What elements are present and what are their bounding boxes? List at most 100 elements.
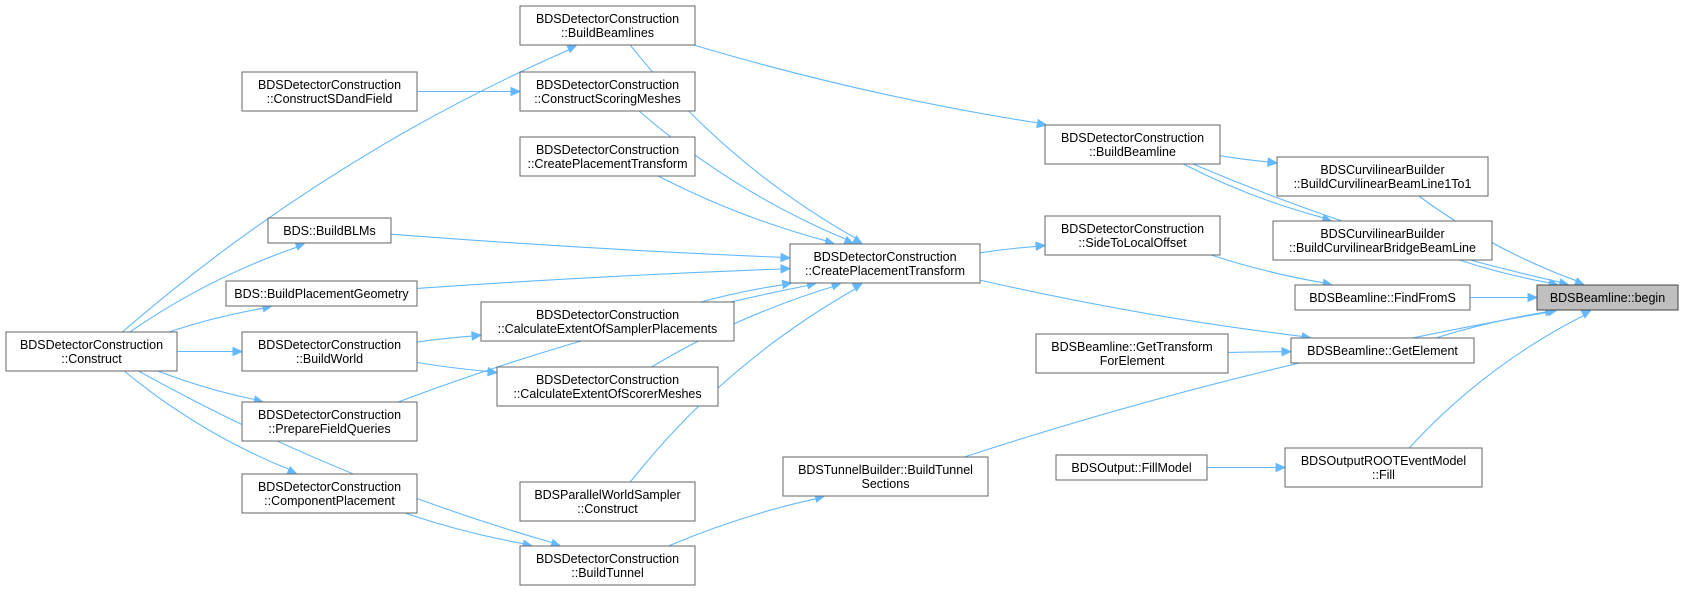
node-label: BDSDetectorConstruction — [536, 78, 679, 92]
node-label: ::BuildBeamline — [1089, 145, 1176, 159]
arrowhead-icon — [1267, 157, 1279, 167]
node-box — [1055, 454, 1208, 481]
edge-findFromS-to-begin — [1470, 292, 1539, 303]
node-label: BDSDetectorConstruction — [536, 308, 679, 322]
node-buildBeamline[interactable]: BDSDetectorConstruction::BuildBeamline — [1044, 124, 1221, 165]
node-label: BDSBeamline::begin — [1550, 291, 1665, 305]
root-node-begin: BDSBeamline::begin — [1536, 284, 1679, 311]
edge-scoringMeshes-to-cptMain — [638, 110, 855, 245]
node-box — [1276, 156, 1489, 197]
edge-pwsConstruct-to-cptMain — [629, 282, 864, 483]
arrowhead-icon — [1573, 277, 1586, 287]
node-buildWorld[interactable]: BDSDetectorConstruction::BuildWorld — [241, 331, 418, 372]
node-label: BDSCurvilinearBuilder — [1320, 227, 1444, 241]
node-label: BDSDetectorConstruction — [1061, 222, 1204, 236]
arrowhead-icon — [1281, 346, 1293, 357]
edge-line — [390, 233, 782, 258]
node-label: ::BuildCurvilinearBridgeBeamLine — [1289, 241, 1476, 255]
node-extScorer[interactable]: BDSDetectorConstruction::CalculateExtent… — [496, 366, 719, 407]
edge-line — [404, 512, 524, 545]
edge-line — [1227, 351, 1283, 353]
edge-construct-to-buildTunnel — [138, 370, 562, 548]
node-box — [519, 5, 696, 46]
node-fillModel[interactable]: BDSOutput::FillModel — [1055, 454, 1208, 481]
node-extSampler[interactable]: BDSDetectorConstruction::CalculateExtent… — [480, 301, 735, 342]
node-box — [519, 545, 696, 586]
edge-buildBeamline-to-curv1to1 — [1219, 155, 1279, 167]
arrowhead-icon — [851, 235, 864, 245]
node-cptMain[interactable]: BDSDetectorConstruction::CreatePlacement… — [789, 243, 981, 284]
node-curvBridge[interactable]: BDSCurvilinearBuilder::BuildCurvilinearB… — [1272, 220, 1493, 261]
edge-line — [1183, 163, 1324, 219]
node-label: ::ComponentPlacement — [264, 494, 395, 508]
edge-construct-to-bpg — [168, 303, 274, 333]
node-box — [480, 301, 735, 342]
node-cptB[interactable]: BDSDetectorConstruction::CreatePlacement… — [519, 136, 696, 177]
edge-construct-to-buildWorld — [177, 346, 244, 357]
node-box — [241, 473, 418, 514]
node-curv1to1[interactable]: BDSCurvilinearBuilder::BuildCurvilinearB… — [1276, 156, 1489, 197]
edge-buildBeamlines-to-buildBeamline — [693, 44, 1048, 129]
node-box — [241, 401, 418, 442]
edge-line — [416, 361, 489, 373]
node-box — [789, 243, 981, 284]
node-pwsConstruct[interactable]: BDSParallelWorldSampler::Construct — [519, 481, 696, 522]
node-buildBLMs[interactable]: BDS::BuildBLMs — [267, 217, 392, 244]
edge-line — [1418, 195, 1577, 282]
node-box — [496, 366, 719, 407]
node-label: ::ConstructScoringMeshes — [534, 92, 681, 106]
edge-cptB-to-cptMain — [657, 175, 836, 247]
node-sideToLocal[interactable]: BDSDetectorConstruction::SideToLocalOffs… — [1044, 215, 1221, 256]
node-label: BDSOutputROOTEventModel — [1301, 454, 1466, 468]
node-box — [225, 280, 418, 307]
node-label: BDSBeamline::GetElement — [1307, 344, 1458, 358]
arrowhead-icon — [842, 235, 855, 245]
node-label: BDSParallelWorldSampler — [534, 488, 680, 502]
node-bpg[interactable]: BDS::BuildPlacementGeometry — [225, 280, 418, 307]
node-compPlace[interactable]: BDSDetectorConstruction::ComponentPlacem… — [241, 473, 418, 514]
node-box — [1035, 333, 1229, 374]
node-box — [5, 331, 178, 372]
node-rootFill[interactable]: BDSOutputROOTEventModel::Fill — [1284, 447, 1483, 488]
edge-tunnelSections-to-begin — [964, 306, 1559, 458]
node-label: ::BuildTunnel — [571, 566, 644, 580]
arrowhead-icon — [510, 86, 522, 97]
node-prepField[interactable]: BDSDetectorConstruction::PrepareFieldQue… — [241, 401, 418, 442]
edge-fillModel-to-rootFill — [1207, 462, 1287, 473]
edge-getElement-to-begin — [1435, 306, 1556, 339]
node-box — [519, 71, 696, 112]
edge-rootFill-to-begin — [1408, 309, 1593, 449]
node-constructSD[interactable]: BDSDetectorConstruction::ConstructSDandF… — [241, 71, 418, 112]
node-label: BDSOutput::FillModel — [1071, 461, 1191, 475]
arrowhead-icon — [566, 44, 578, 54]
node-label: ::Construct — [61, 352, 122, 366]
node-label: ForElement — [1100, 354, 1165, 368]
edge-buildBLMs-to-cptMain — [390, 233, 792, 263]
node-label: BDSDetectorConstruction — [258, 338, 401, 352]
edge-getTransform-to-getElement — [1227, 346, 1293, 357]
node-construct[interactable]: BDSDetectorConstruction::Construct — [5, 331, 178, 372]
node-findFromS[interactable]: BDSBeamline::FindFromS — [1294, 284, 1471, 311]
node-label: ::CalculateExtentOfSamplerPlacements — [498, 322, 718, 336]
node-label: ::CalculateExtentOfScorerMeshes — [513, 387, 701, 401]
node-box — [519, 481, 696, 522]
node-getElement[interactable]: BDSBeamline::GetElement — [1290, 337, 1475, 364]
node-label: ::BuildCurvilinearBeamLine1To1 — [1294, 177, 1472, 191]
node-box — [1272, 220, 1493, 261]
node-box — [241, 331, 418, 372]
edge-line — [1408, 314, 1585, 449]
node-label: BDSDetectorConstruction — [258, 408, 401, 422]
node-scoringMeshes[interactable]: BDSDetectorConstruction::ConstructScorin… — [519, 71, 696, 112]
edge-line — [157, 370, 255, 401]
node-buildTunnel[interactable]: BDSDetectorConstruction::BuildTunnel — [519, 545, 696, 586]
node-label: BDSDetectorConstruction — [536, 552, 679, 566]
node-label: ::Construct — [577, 502, 638, 516]
edge-line — [700, 284, 783, 303]
edge-line — [129, 246, 298, 333]
node-box — [1536, 284, 1679, 311]
node-buildBeamlines[interactable]: BDSDetectorConstruction::BuildBeamlines — [519, 5, 696, 46]
node-label: BDSDetectorConstruction — [1061, 131, 1204, 145]
edge-line — [416, 335, 473, 343]
